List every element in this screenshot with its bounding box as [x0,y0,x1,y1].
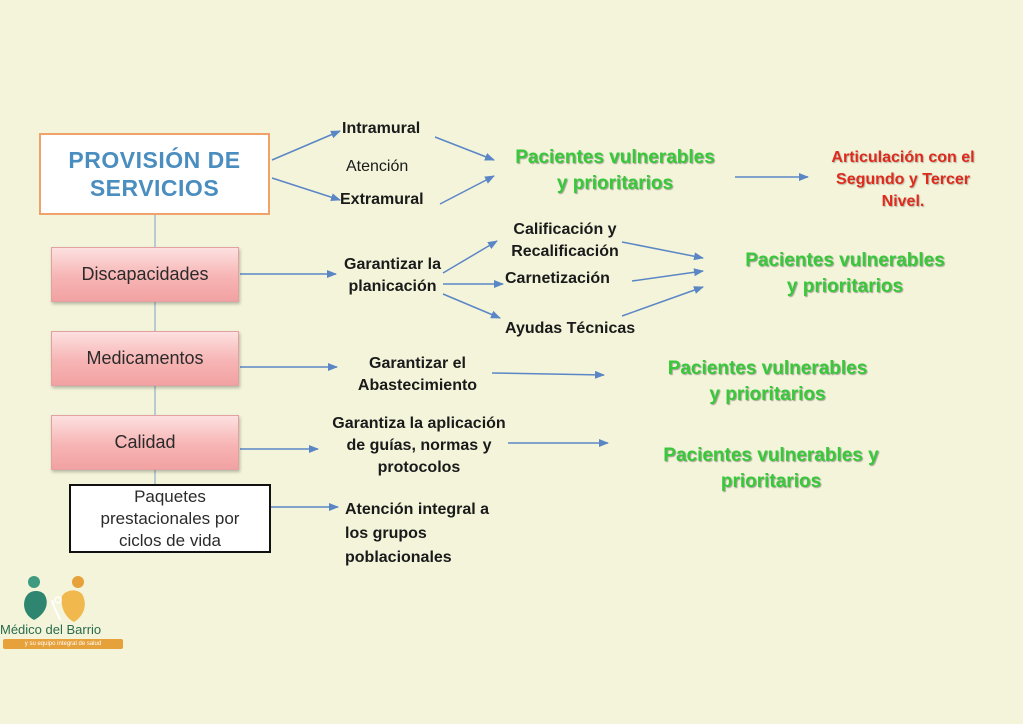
edge-abastecimiento-outcome3 [491,370,605,379]
edge-ayudas-outcome2 [621,286,704,317]
category-medicamentos: Medicamentos [51,331,239,386]
logo-title: Médico del Barrio [0,622,102,637]
outcome-1: Pacientes vulnerables y prioritarios [515,147,715,194]
node-calificacion: Calificación y Recalificación [511,221,619,260]
node-ayudas-tecnicas: Ayudas Técnicas [505,320,636,337]
category-discapacidades: Discapacidades [51,247,239,302]
outcome-2: Pacientes vulnerables y prioritarios [745,250,945,297]
outcome-4: Pacientes vulnerables y prioritarios [663,445,879,492]
node-carnetizacion: Carnetización [505,270,610,287]
articulacion-text: Articulación con el Segundo y Tercer Niv… [831,149,975,210]
node-garantizar-planicacion: Garantizar la planicación [344,256,441,295]
node-extramural: Extramural [340,191,424,208]
logo-subtitle: y su equipo integral de salud [3,639,123,649]
edge-extramural-outcome1 [439,175,495,205]
edge-carnetizacion-outcome2 [631,268,704,282]
edge-main-extramural [271,177,341,202]
medico-del-barrio-logo [24,576,85,622]
category-paquetes: Paquetes prestacionales por ciclos de vi… [69,484,271,553]
node-garantizar-abastecimiento: Garantizar el Abastecimiento [357,355,478,394]
outcome-3: Pacientes vulnerables y prioritarios [667,358,868,405]
node-atencion: Atención [346,158,409,175]
main-title-box: PROVISIÓN DE SERVICIOS [39,133,270,215]
edge-intramural-outcome1 [434,136,495,161]
node-atencion-integral: Atención integral a los grupos poblacion… [345,501,490,566]
category-calidad: Calidad [51,415,239,470]
node-intramural: Intramural [342,120,421,137]
node-garantiza-aplicacion: Garantiza la aplicación de guías, normas… [332,415,506,476]
edge-main-intramural [271,130,341,161]
